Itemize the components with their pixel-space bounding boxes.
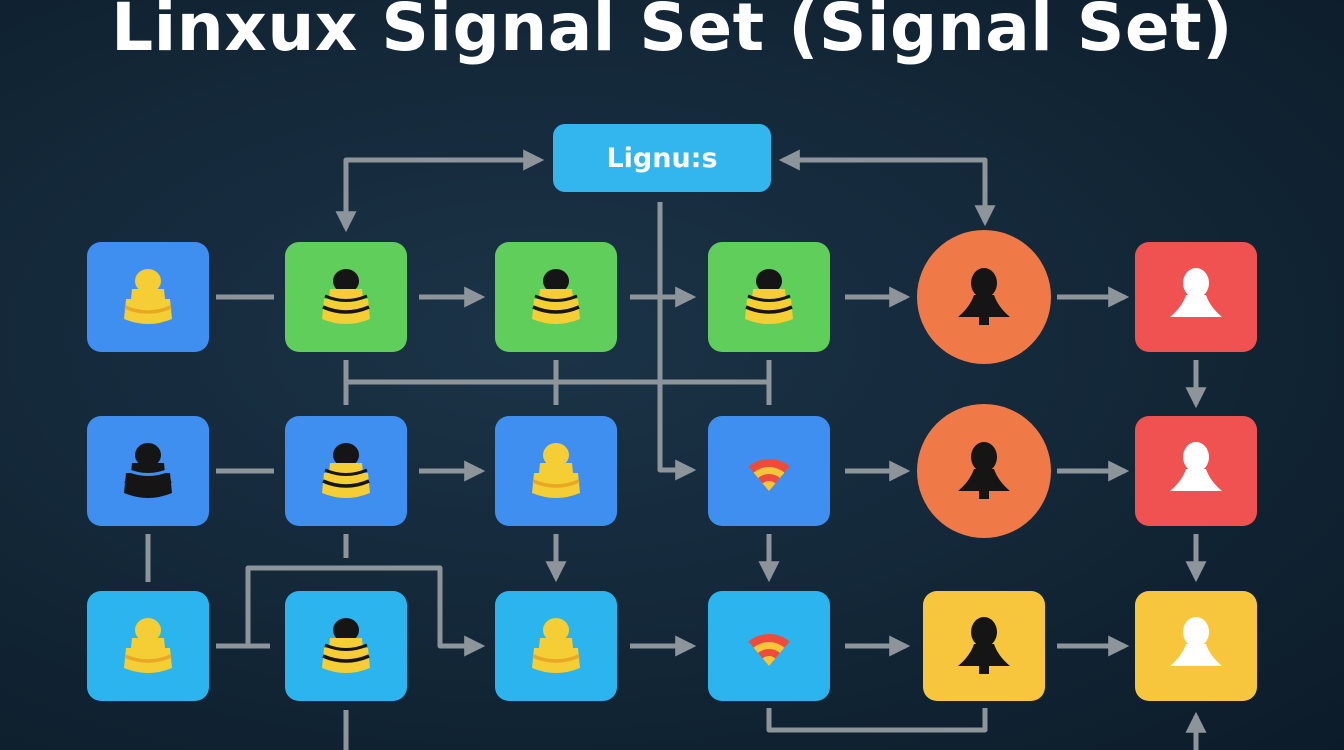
node-r3-c6[interactable] bbox=[1135, 591, 1257, 701]
node-r1-c4[interactable] bbox=[708, 242, 830, 352]
black-yellow-pawn-icon bbox=[532, 269, 580, 324]
node-r1-c1[interactable] bbox=[87, 242, 209, 352]
black-yellow-pawn-icon bbox=[322, 618, 370, 673]
yellow-pawn-icon bbox=[124, 269, 172, 324]
diagram-nodes bbox=[87, 230, 1257, 701]
node-r3-c3[interactable] bbox=[495, 591, 617, 701]
node-r3-c4[interactable] bbox=[708, 591, 830, 701]
white-person-icon bbox=[1170, 442, 1222, 491]
white-person-icon bbox=[1170, 617, 1222, 666]
node-r1-c2[interactable] bbox=[285, 242, 407, 352]
node-r1-c5[interactable] bbox=[917, 230, 1051, 364]
diagram-title: Linxux Signal Set (Signal Set) bbox=[111, 0, 1233, 66]
yellow-pawn-icon bbox=[532, 618, 580, 673]
hub-node[interactable] bbox=[553, 124, 771, 192]
signal-wave-icon bbox=[748, 634, 790, 666]
yellow-pawn-icon bbox=[124, 618, 172, 673]
black-person-icon bbox=[958, 617, 1010, 674]
node-r2-c6[interactable] bbox=[1135, 416, 1257, 526]
black-yellow-pawn-icon bbox=[322, 269, 370, 324]
signal-wave-icon bbox=[748, 459, 790, 491]
node-r2-c4[interactable] bbox=[708, 416, 830, 526]
stub-bottom-c4-c5 bbox=[766, 708, 988, 733]
yellow-pawn-icon bbox=[532, 443, 580, 498]
black-yellow-pawn-icon bbox=[745, 269, 793, 324]
node-r3-c5[interactable] bbox=[923, 591, 1045, 701]
node-r3-c2[interactable] bbox=[285, 591, 407, 701]
node-r3-c1[interactable] bbox=[87, 591, 209, 701]
hub-trunk bbox=[657, 202, 697, 481]
hub-link-right bbox=[778, 149, 988, 222]
black-person-icon bbox=[958, 268, 1010, 325]
black-person-icon bbox=[958, 442, 1010, 499]
hub-link-left bbox=[343, 149, 545, 222]
loop-r3-c2 bbox=[245, 565, 486, 657]
black-pawn-icon bbox=[124, 443, 172, 498]
node-r1-c3[interactable] bbox=[495, 242, 617, 352]
node-r2-c5[interactable] bbox=[917, 404, 1051, 538]
connector-lines bbox=[145, 149, 1207, 750]
node-r1-c6[interactable] bbox=[1135, 242, 1257, 352]
node-r2-c2[interactable] bbox=[285, 416, 407, 526]
white-person-icon bbox=[1170, 268, 1222, 317]
node-r2-c3[interactable] bbox=[495, 416, 617, 526]
node-r2-c1[interactable] bbox=[87, 416, 209, 526]
black-yellow-pawn-icon bbox=[322, 443, 370, 498]
